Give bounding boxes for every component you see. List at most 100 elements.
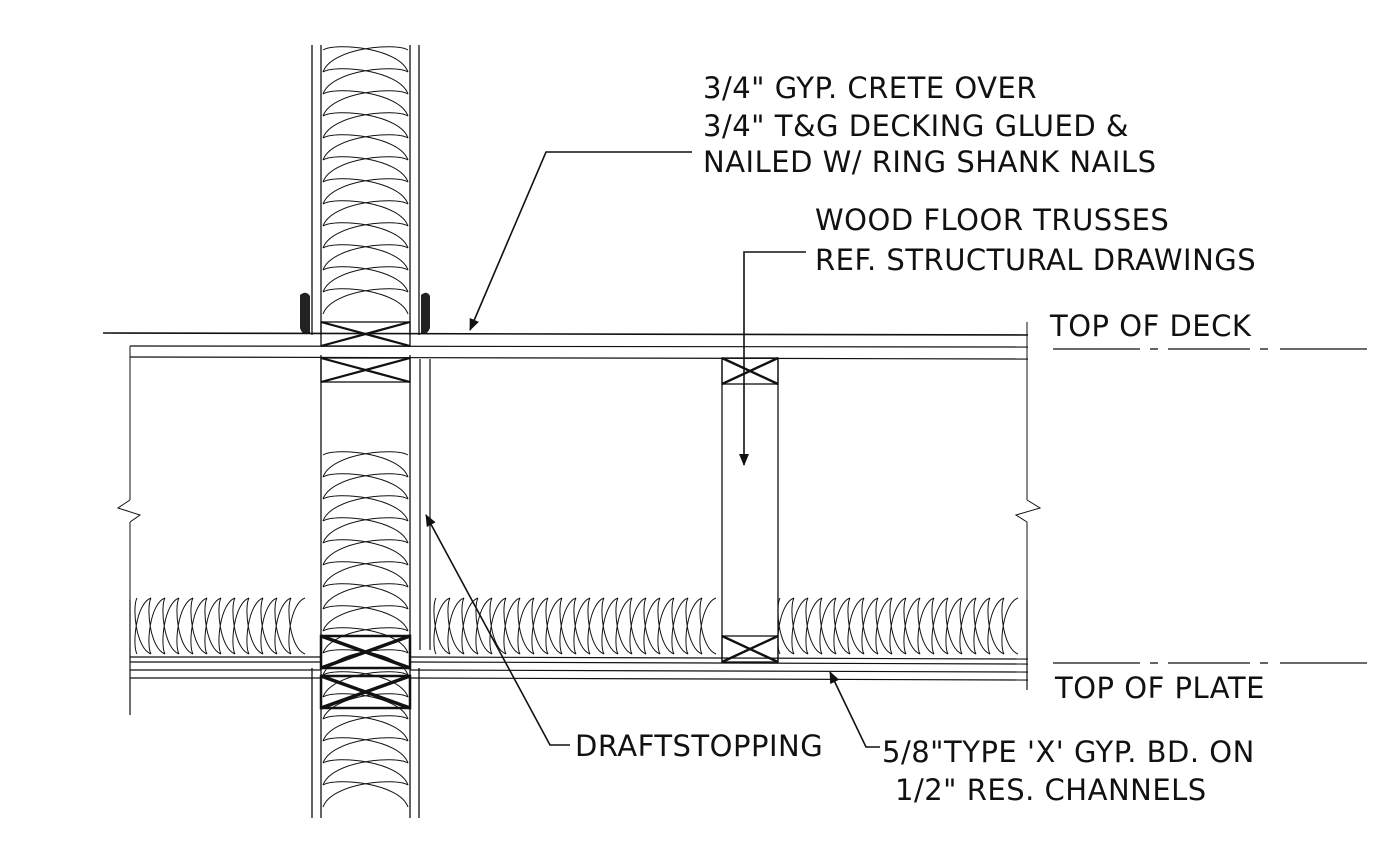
- gyp-note-line1: 5/8"TYPE 'X' GYP. BD. ON: [882, 735, 1255, 769]
- insulation-loop: [148, 597, 166, 655]
- insulation-loop: [615, 597, 633, 655]
- insulation-loop: [1001, 597, 1019, 655]
- insulation-loop: [322, 68, 409, 95]
- insulation-loop: [671, 597, 689, 655]
- top-of-plate-label: TOP OF PLATE: [1054, 671, 1265, 705]
- insulation-loop: [777, 597, 795, 655]
- insulation-loop: [322, 693, 409, 720]
- insulation-loop: [931, 597, 949, 655]
- truss-leader: [739, 251, 806, 466]
- insulation-loop: [176, 597, 194, 655]
- insulation-loop: [475, 597, 493, 655]
- insulation-loop: [322, 539, 409, 566]
- insulation-loop: [232, 597, 250, 655]
- insulation-loop: [322, 90, 409, 117]
- insulation-loop: [945, 597, 963, 655]
- gyp-leader: [829, 671, 880, 748]
- insulation-loop: [274, 597, 292, 655]
- insulation-loop: [959, 597, 977, 655]
- deck-note-line3: NAILED W/ RING SHANK NAILS: [703, 145, 1157, 179]
- top-of-deck-label: TOP OF DECK: [1049, 309, 1252, 343]
- ceiling-gypsum-board: [129, 600, 1029, 715]
- insulation-loop: [162, 597, 180, 655]
- insulation-loop: [288, 597, 306, 655]
- insulation-loop: [819, 597, 837, 655]
- insulation-loop: [322, 605, 409, 632]
- insulation-loop: [322, 759, 409, 786]
- insulation-loop: [322, 781, 409, 808]
- insulation-loop: [134, 597, 152, 655]
- insulation-loop: [322, 473, 409, 500]
- level-lines: [1053, 348, 1367, 664]
- insulation-loop: [246, 597, 264, 655]
- insulation-loop: [601, 597, 619, 655]
- insulation-loop: [973, 597, 991, 655]
- deck-note-line2: 3/4" T&G DECKING GLUED &: [703, 109, 1129, 143]
- insulation-loop: [629, 597, 647, 655]
- draftstopping-board: [419, 359, 431, 650]
- wall-insulation-lower: [322, 451, 409, 808]
- insulation-loop: [987, 597, 1005, 655]
- wall-studs: [311, 45, 420, 818]
- insulation-loop: [503, 597, 521, 655]
- insulation-loop: [322, 715, 409, 742]
- insulation-loop: [322, 134, 409, 161]
- insulation-loop: [260, 597, 278, 655]
- insulation-loop: [322, 451, 409, 478]
- insulation-loop: [573, 597, 591, 655]
- insulation-loop: [903, 597, 921, 655]
- insulation-loop: [322, 737, 409, 764]
- deck-leader: [469, 151, 692, 331]
- truss-note-line1: WOOD FLOOR TRUSSES: [815, 203, 1169, 237]
- insulation-loop: [587, 597, 605, 655]
- insulation-loop: [322, 583, 409, 610]
- insulation-loop: [791, 597, 809, 655]
- insulation-loop: [204, 597, 222, 655]
- insulation-loop: [861, 597, 879, 655]
- draftstopping-leader: [425, 514, 570, 746]
- lower-wall-plates: [319, 634, 412, 710]
- insulation-loop: [433, 597, 451, 655]
- insulation-loop: [699, 597, 717, 655]
- acoustic-sealant: [300, 292, 430, 334]
- draftstopping-note: DRAFTSTOPPING: [575, 729, 823, 763]
- insulation-loop: [461, 597, 479, 655]
- insulation-loop: [322, 222, 409, 249]
- insulation-loop: [190, 597, 208, 655]
- leaders: [425, 151, 880, 748]
- insulation-loop: [322, 112, 409, 139]
- insulation-loop: [875, 597, 893, 655]
- insulation-loop: [685, 597, 703, 655]
- gyp-note-line2: 1/2" RES. CHANNELS: [895, 773, 1207, 807]
- insulation-loop: [322, 244, 409, 271]
- insulation-loop: [559, 597, 577, 655]
- insulation-loop: [322, 671, 409, 698]
- floor-truss: [721, 356, 779, 664]
- insulation-loop: [322, 495, 409, 522]
- insulation-loop: [322, 156, 409, 183]
- wall-insulation-upper: [322, 46, 409, 315]
- insulation-loop: [322, 627, 409, 654]
- insulation-loop: [847, 597, 865, 655]
- insulation-loop: [643, 597, 661, 655]
- insulation-loop: [322, 561, 409, 588]
- insulation-loop: [489, 597, 507, 655]
- insulation-loop: [917, 597, 935, 655]
- wall-plates: [320, 320, 411, 384]
- insulation-loop: [322, 266, 409, 293]
- deck-note-line1: 3/4" GYP. CRETE OVER: [703, 71, 1037, 105]
- insulation-loop: [545, 597, 563, 655]
- insulation-loop: [322, 288, 409, 315]
- insulation-loop: [322, 178, 409, 205]
- insulation-loop: [531, 597, 549, 655]
- insulation-loop: [322, 517, 409, 544]
- insulation-loop: [447, 597, 465, 655]
- insulation-loop: [889, 597, 907, 655]
- floor-deck: [102, 322, 1042, 600]
- insulation-loop: [657, 597, 675, 655]
- insulation-loop: [517, 597, 535, 655]
- insulation-loop: [805, 597, 823, 655]
- insulation-loop: [322, 200, 409, 227]
- ceiling-insulation: [134, 597, 1019, 655]
